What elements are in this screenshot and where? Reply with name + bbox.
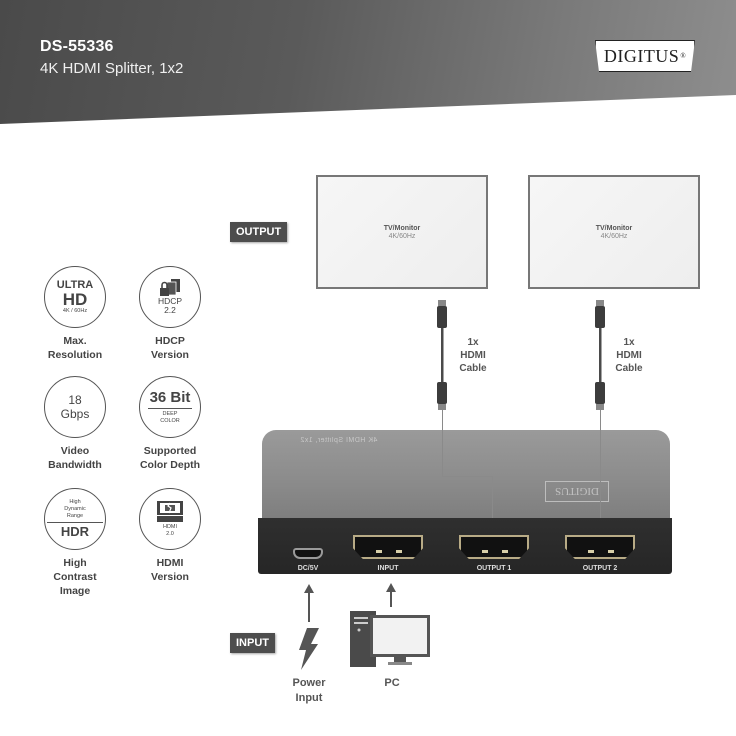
feature-color-depth: 36 Bit DEEP COLOR Supported Color Depth <box>125 376 215 472</box>
label-line: Version <box>151 571 189 583</box>
cable-label-1: 1x HDMI Cable <box>453 336 493 375</box>
bandwidth-icon: 18 Gbps <box>44 376 106 438</box>
signal-line <box>442 476 492 477</box>
icon-text: Dynamic <box>64 506 86 512</box>
deep-color-icon: 36 Bit DEEP COLOR <box>139 376 201 438</box>
power-input-label: Power Input <box>287 676 331 706</box>
label-line: PC <box>384 677 400 689</box>
label-line: HDMI <box>156 557 184 569</box>
label-line: Power <box>292 677 326 689</box>
label-line: Cable <box>459 363 487 374</box>
input-tag: INPUT <box>230 633 275 653</box>
ultra-hd-icon: ULTRA HD 4K / 60Hz <box>44 266 106 328</box>
hdmi-cable-icon <box>437 300 447 410</box>
icon-text: Range <box>66 513 84 519</box>
feature-label: Supported Color Depth <box>125 444 215 472</box>
divider <box>47 522 103 523</box>
arrow-up-icon <box>386 583 396 592</box>
lightning-bolt-icon <box>299 628 319 670</box>
monitor-1: TV/Monitor 4K/60Hz <box>316 175 488 289</box>
output-tag: OUTPUT <box>230 222 288 242</box>
icon-text: 2.0 <box>166 531 174 537</box>
icon-text: HDR <box>60 524 90 539</box>
device-print-text: 4K HDMI Splitter, 1x2 <box>300 437 378 444</box>
icon-text: COLOR <box>160 417 180 424</box>
signal-line <box>442 410 443 476</box>
icon-text: 2.2 <box>164 305 176 315</box>
port-label-output-2: OUTPUT 2 <box>582 565 618 572</box>
desktop-pc-icon <box>350 611 430 667</box>
feature-hdcp: HDCP 2.2 HDCP Version <box>125 266 215 362</box>
port-label-output-1: OUTPUT 1 <box>476 565 512 572</box>
icon-text: DEEP <box>162 410 178 417</box>
feature-label: Max. Resolution <box>30 334 120 362</box>
product-sku: DS-55336 <box>40 38 114 55</box>
arrow-shaft <box>390 591 392 607</box>
feature-hdmi-version: HDMI 2.0 HDMI Version <box>125 488 215 584</box>
port-label-input: INPUT <box>377 565 399 572</box>
pc-label: PC <box>370 676 414 691</box>
label-line: Video <box>60 445 90 457</box>
label-line: Max. <box>63 335 87 347</box>
label-line: 1x <box>623 337 635 348</box>
label-line: High <box>63 557 87 569</box>
label-line: HDMI <box>616 350 642 361</box>
hdmi-connector-icon <box>157 501 183 522</box>
feature-hdr: High Dynamic Range HDR High Contrast Ima… <box>30 488 120 598</box>
icon-text: 36 Bit <box>149 388 191 406</box>
hdmi-cable-icon <box>595 300 605 410</box>
icon-text: HDMI <box>162 524 178 530</box>
label-line: Input <box>295 692 323 704</box>
icon-text: HDCP <box>157 296 183 306</box>
hdmi-version-icon: HDMI 2.0 <box>139 488 201 550</box>
hdcp-icon: HDCP 2.2 <box>139 266 201 328</box>
label-line: Version <box>151 349 189 361</box>
label-line: Contrast <box>53 571 97 583</box>
feature-label: High Contrast Image <box>30 556 120 598</box>
port-label-dc: DC/5V <box>297 565 319 572</box>
arrow-shaft <box>308 592 310 622</box>
label-line: Resolution <box>47 349 103 361</box>
cable-label-2: 1x HDMI Cable <box>609 336 649 375</box>
icon-text: ULTRA <box>56 278 94 291</box>
feature-label: Video Bandwidth <box>30 444 120 472</box>
monitor-spec: 4K/60Hz <box>600 232 628 240</box>
dc-power-port <box>293 548 323 559</box>
label-line: Image <box>59 585 91 597</box>
brand-name: DIGITUS <box>603 45 680 66</box>
feature-bandwidth: 18 Gbps Video Bandwidth <box>30 376 120 472</box>
hdmi-output-1-port <box>459 535 529 559</box>
hdr-icon: High Dynamic Range HDR <box>44 488 106 550</box>
icon-text: 18 <box>68 393 82 407</box>
registered-mark: ® <box>680 52 687 60</box>
icon-text: Gbps <box>60 407 90 421</box>
signal-line <box>492 476 493 528</box>
icon-text: High <box>69 499 81 505</box>
label-line: Cable <box>615 363 643 374</box>
lock-documents-icon <box>160 279 180 296</box>
brand-logo: DIGITUS® <box>595 40 695 72</box>
arrow-up-icon <box>304 584 314 593</box>
hdmi-input-port <box>353 535 423 559</box>
icon-text: 4K / 60Hz <box>62 307 88 314</box>
monitor-spec: 4K/60Hz <box>388 232 416 240</box>
monitor-title: TV/Monitor <box>383 224 421 232</box>
monitor-title: TV/Monitor <box>595 224 633 232</box>
label-line: 1x <box>467 337 479 348</box>
feature-label: HDCP Version <box>125 334 215 362</box>
label-line: Supported <box>143 445 197 457</box>
signal-line <box>600 410 601 528</box>
label-line: HDMI <box>460 350 486 361</box>
feature-resolution: ULTRA HD 4K / 60Hz Max. Resolution <box>30 266 120 362</box>
label-line: Color Depth <box>139 459 201 471</box>
icon-text: HD <box>62 289 88 309</box>
monitor-2: TV/Monitor 4K/60Hz <box>528 175 700 289</box>
label-line: Bandwidth <box>48 459 102 471</box>
divider <box>148 407 192 409</box>
label-line: HDCP <box>155 335 185 347</box>
feature-label: HDMI Version <box>125 556 215 584</box>
hdmi-output-2-port <box>565 535 635 559</box>
product-name: 4K HDMI Splitter, 1x2 <box>40 60 184 77</box>
